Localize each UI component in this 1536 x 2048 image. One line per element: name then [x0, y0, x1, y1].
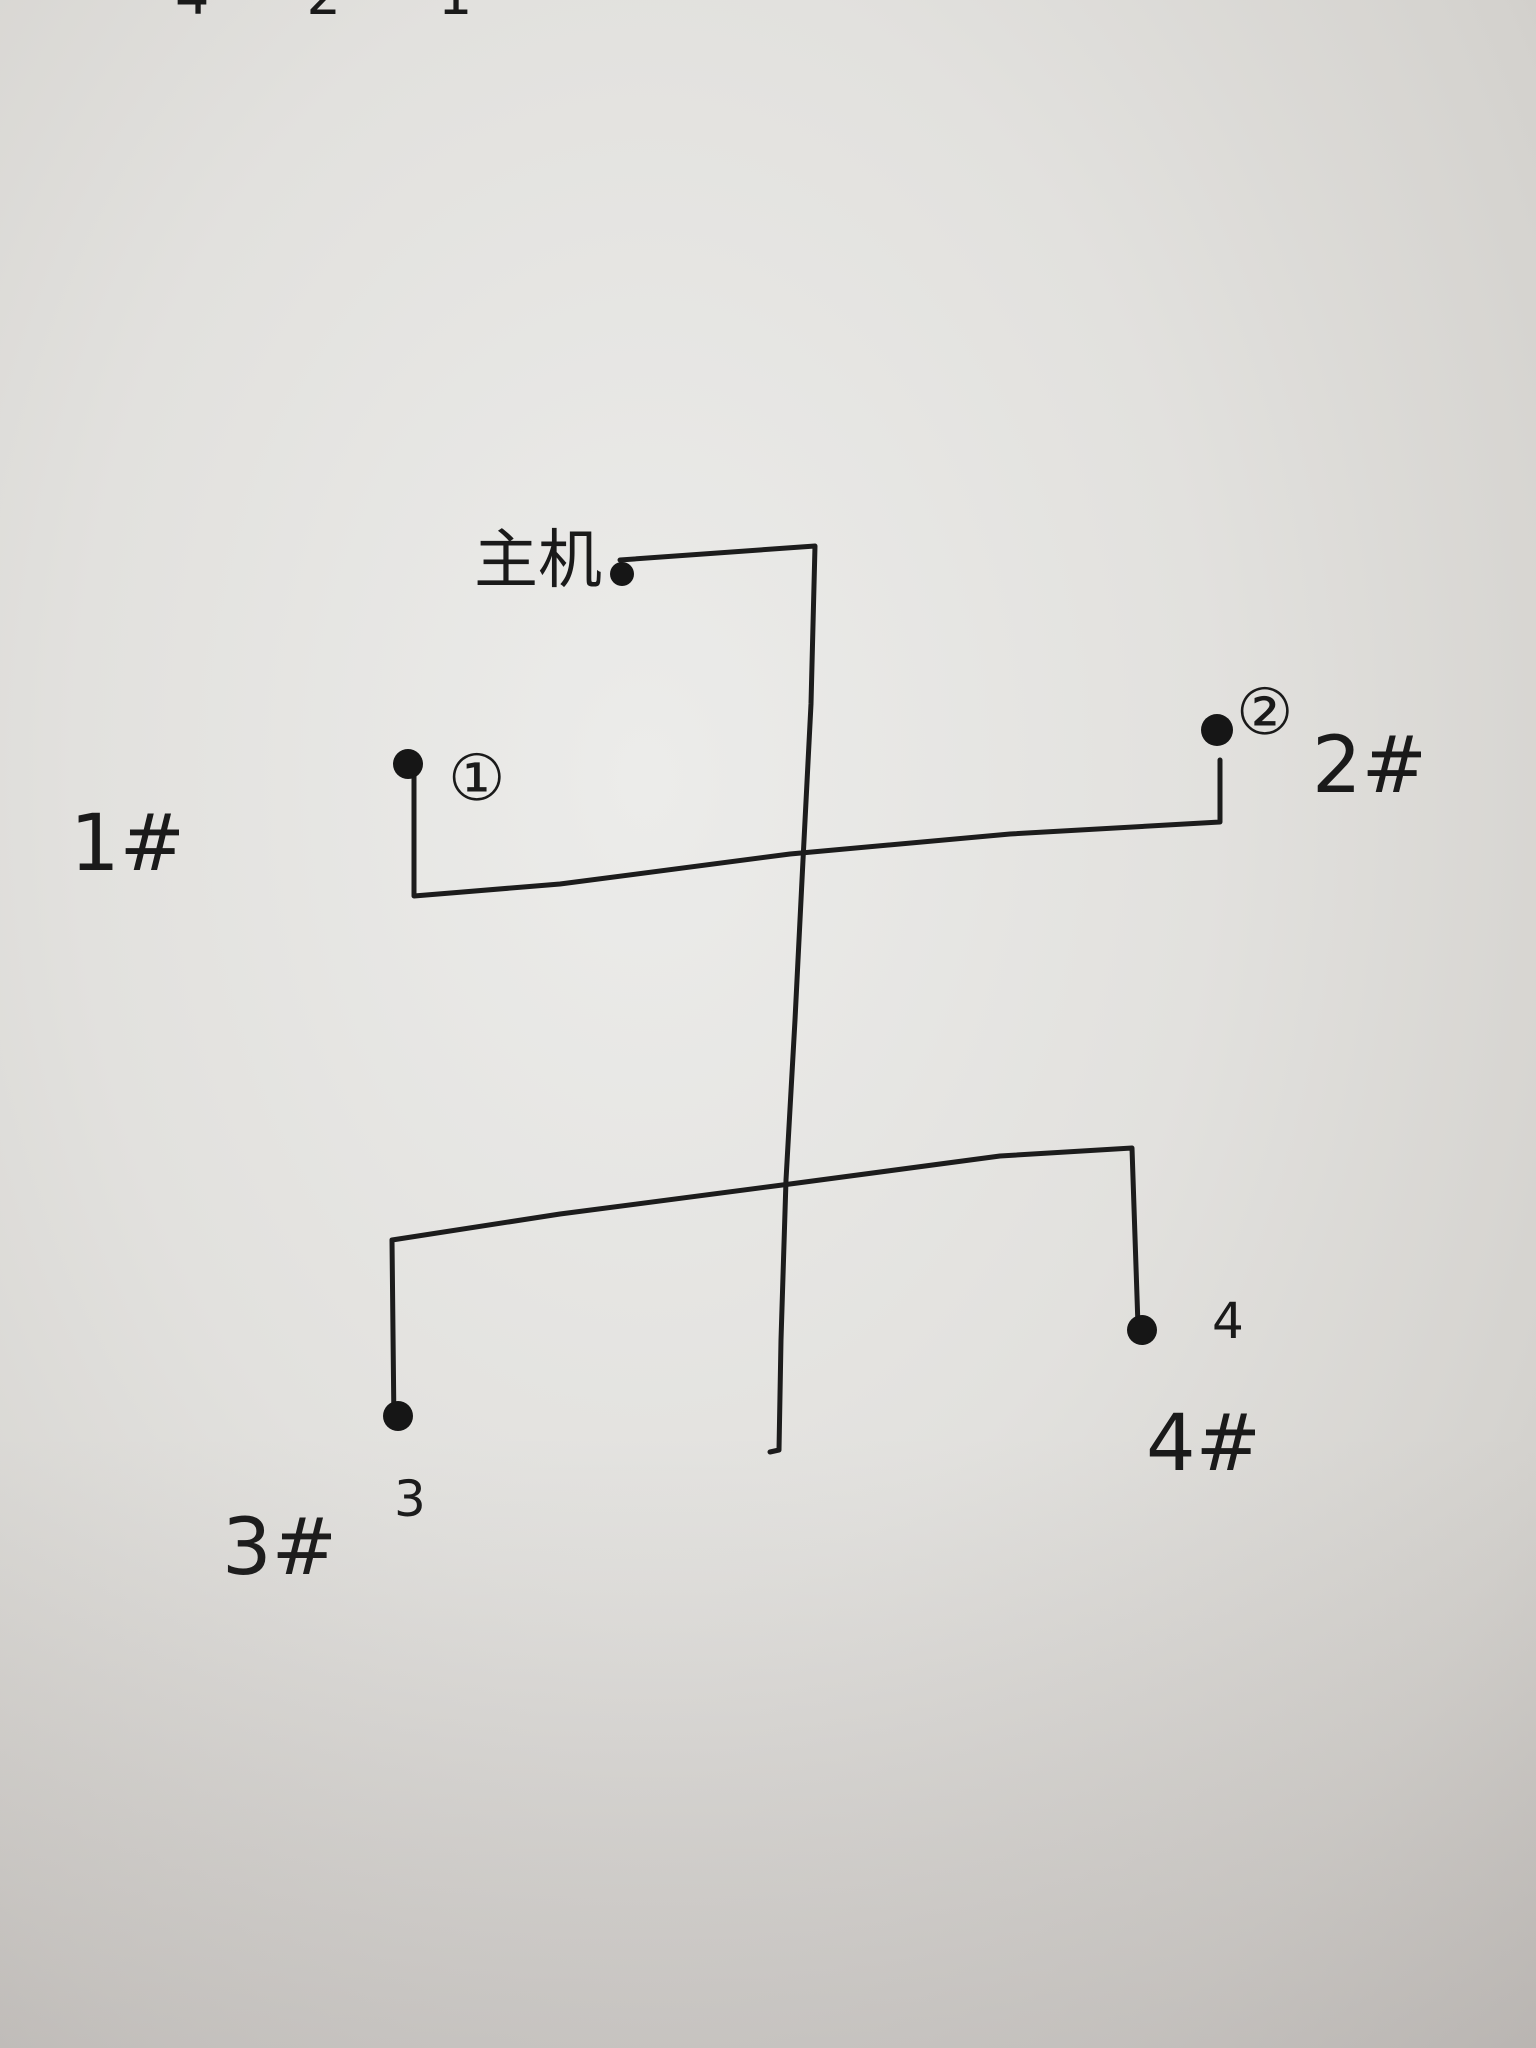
upper-branch-line — [411, 755, 1223, 899]
node-2 — [1201, 714, 1233, 746]
node-label-3: 3 — [394, 1470, 426, 1528]
host-label: 主机 — [474, 524, 602, 598]
node-label-4: 4 — [1212, 1292, 1244, 1350]
lower-branch-line — [389, 1145, 1141, 1429]
node-label-2: ② — [1236, 676, 1293, 750]
node-4 — [1127, 1315, 1157, 1345]
node-3 — [383, 1401, 413, 1431]
node-label-1: ① — [448, 742, 505, 816]
unit-label-4: 4# — [1146, 1399, 1261, 1489]
unit-label-2: 2# — [1312, 721, 1427, 811]
host-node — [610, 562, 634, 586]
unit-label-1: 1# — [70, 799, 185, 889]
node-1 — [393, 749, 423, 779]
trunk-line — [617, 543, 818, 1455]
unit-label-3: 3# — [222, 1503, 337, 1593]
top-cut-off-text: 4 2 1 — [175, 0, 512, 27]
